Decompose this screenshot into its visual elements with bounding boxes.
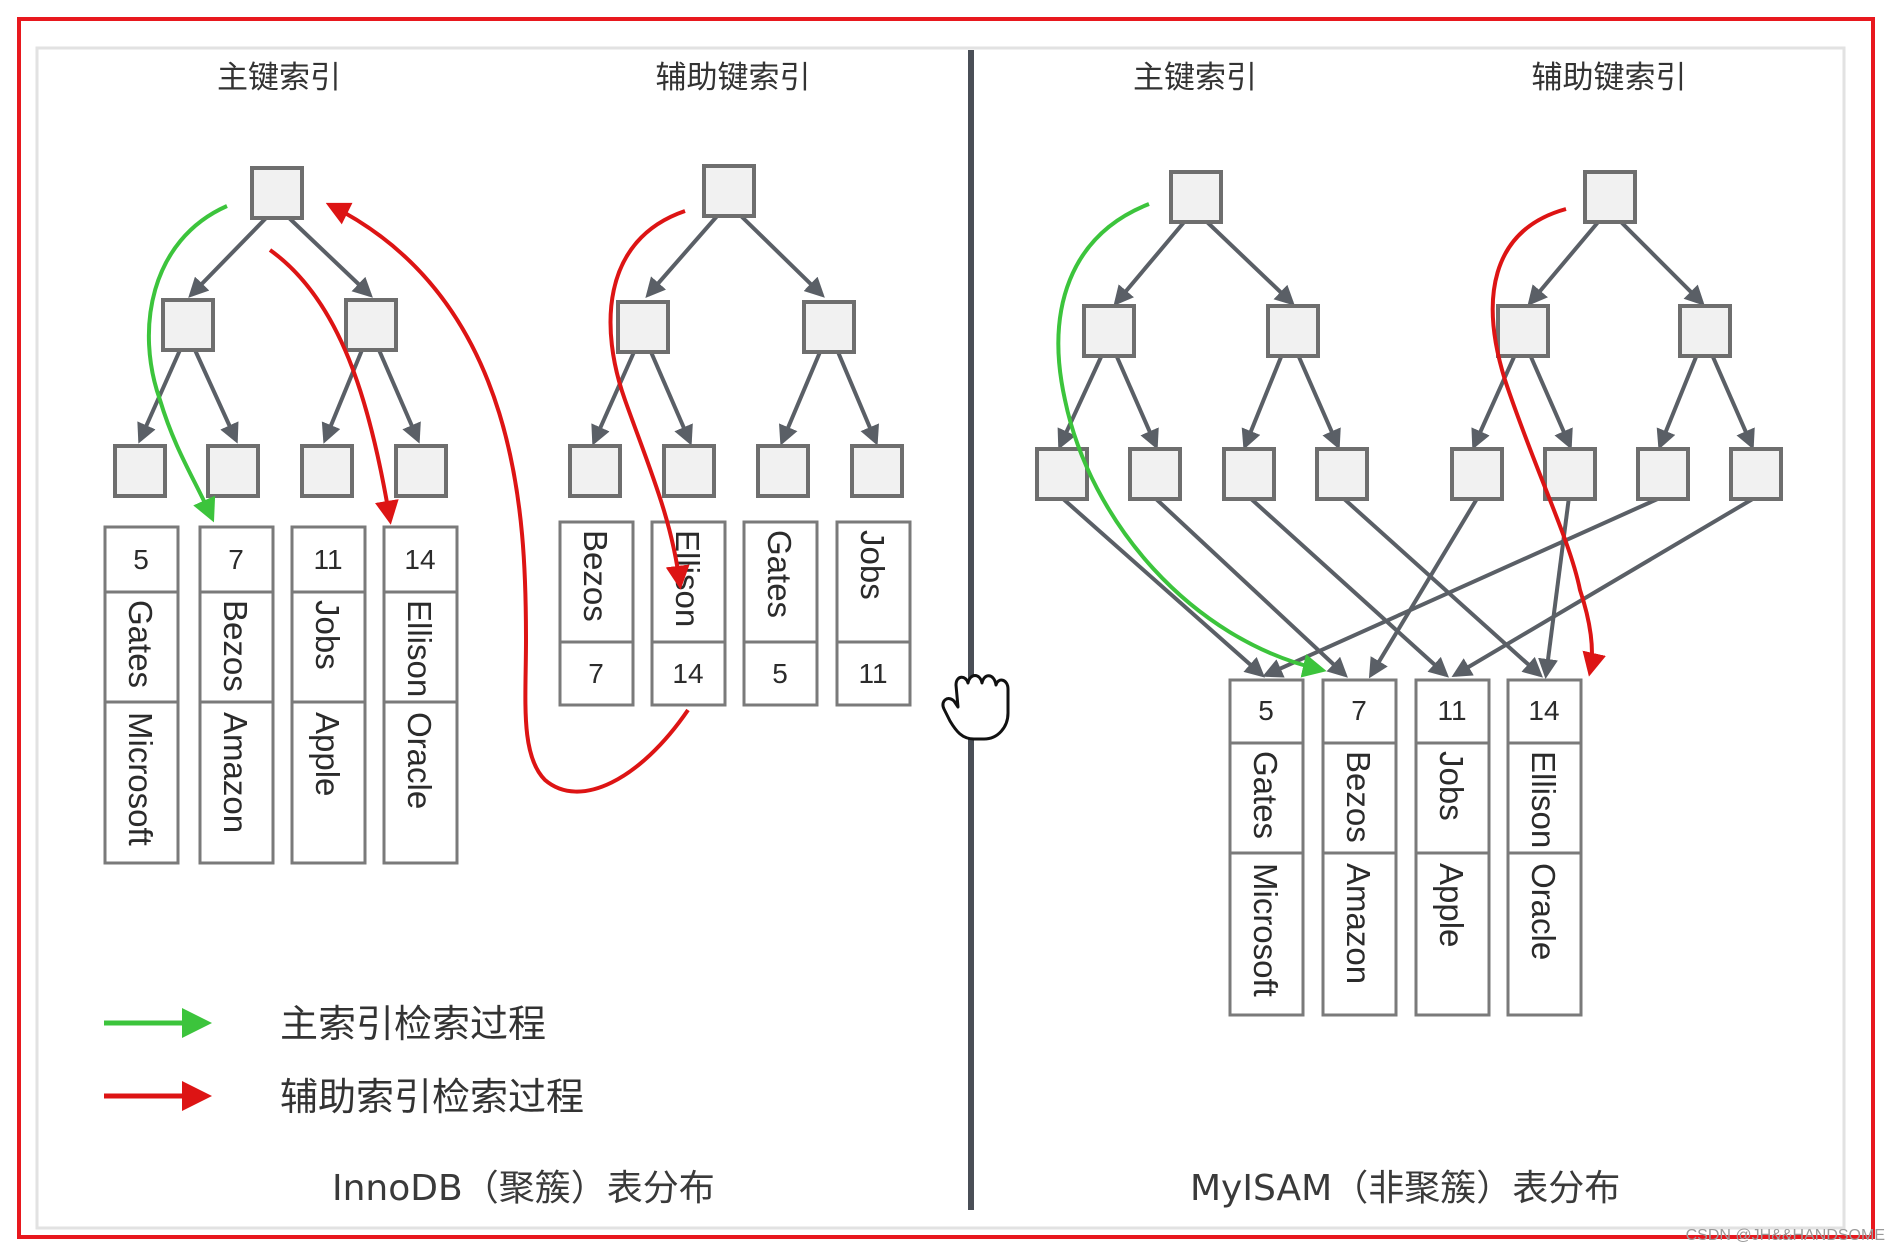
hand-grab-cursor-icon [941,674,1010,741]
innodb-primary-search-path [146,204,228,523]
myisam-primary-header: 主键索引 [1133,60,1257,96]
myisam-secondary-leaf-node [1636,447,1690,501]
innodb-primary-l1-node [161,298,215,352]
record-name: Gates [761,530,798,618]
legend-secondary-label: 辅助索引检索过程 [280,1075,584,1119]
record-id: 14 [404,544,435,575]
innodb-primary-l1-node [344,298,398,352]
innodb-secondary-search-path [268,202,690,794]
innodb-primary-header: 主键索引 [217,60,341,96]
record-company: Oracle [1525,863,1562,960]
myisam-secondary-root-node [1583,170,1637,224]
record-id: 5 [133,544,149,575]
myisam-primary-search-path [1056,202,1327,678]
myisam-primary-tree-edges [1057,219,1341,450]
myisam-secondary-search-path [1490,207,1606,677]
innodb-secondary-leaf-node [756,444,810,498]
myisam-pointer-edges [1059,495,1758,679]
record-name: Gates [1247,751,1284,839]
innodb-primary-tree-edges [137,214,421,444]
legend: 主索引检索过程 辅助索引检索过程 [104,1002,584,1119]
innodb-primary-leaf-node [113,444,167,498]
myisam-primary-leaf-node [1035,447,1089,501]
record-name: Ellison [1525,751,1562,848]
myisam-primary-root-node [1169,170,1223,224]
record-id: 7 [228,544,244,575]
record-company: Apple [309,712,346,796]
myisam-primary-leaf-node [1315,447,1369,501]
innodb-primary-root-node [250,166,304,220]
record-id: 5 [1258,695,1274,726]
innodb-primary-leaf-node [394,444,448,498]
record-id: 11 [1437,695,1466,726]
record-company: Microsoft [122,712,159,846]
record-company: Amazon [217,712,254,833]
legend-primary-label: 主索引检索过程 [280,1002,546,1046]
innodb-secondary-leaf-node [568,444,622,498]
innodb-primary-leaf-node [206,444,260,498]
myisam-secondary-tree-edges [1471,219,1755,450]
record-name: Bezos [577,530,614,622]
myisam-secondary-leaf-node [1450,447,1504,501]
record-id: 5 [772,658,788,689]
myisam-records: 5 Gates Microsoft 7 Bezos Amazon 11 Jobs… [1228,678,1583,1017]
record-id: 7 [588,658,604,689]
myisam-secondary-l1-node [1678,304,1732,358]
record-id: 14 [672,658,703,689]
watermark: CSDN @JH&&HANDSOME [1686,1227,1885,1244]
record-name: Bezos [1340,751,1377,843]
innodb-secondary-leaf-node [850,444,904,498]
record-id: 11 [858,658,887,689]
record-company: Apple [1433,863,1470,947]
myisam-primary-l1-node [1266,304,1320,358]
innodb-secondary-root-node [702,164,756,218]
record-id: 7 [1351,695,1367,726]
record-name: Bezos [217,600,254,692]
innodb-secondary-l1-node [802,300,856,354]
myisam-secondary-leaf-node [1729,447,1783,501]
myisam-caption: MyISAM（非聚簇）表分布 [1190,1168,1620,1209]
record-name: Jobs [1433,751,1470,821]
innodb-caption: InnoDB（聚簇）表分布 [332,1168,715,1209]
record-id: 11 [313,544,342,575]
myisam-secondary-header: 辅助键索引 [1532,60,1687,96]
myisam-primary-leaf-node [1222,447,1276,501]
outer-frame [17,17,1875,1239]
myisam-secondary-l1-node [1496,304,1550,358]
innodb-primary-records: 5 Gates Microsoft 7 Bezos Amazon 11 Jobs… [103,525,459,865]
innodb-secondary-l1-node [616,300,670,354]
tree-nodes [113,164,1783,501]
record-name: Jobs [854,530,891,600]
record-name: Jobs [309,600,346,670]
myisam-primary-l1-node [1082,304,1136,358]
record-company: Amazon [1340,863,1377,984]
record-name: Ellison [401,600,438,697]
innodb-secondary-header: 辅助键索引 [656,60,811,96]
innodb-secondary-records: Bezos 7 Ellison 14 Gates 5 Jobs 11 [558,520,912,707]
record-company: Microsoft [1247,863,1284,997]
record-name: Gates [122,600,159,688]
innodb-secondary-tree-edges [591,213,879,446]
innodb-primary-leaf-node [300,444,354,498]
innodb-secondary-leaf-node [662,444,716,498]
record-id: 14 [1528,695,1559,726]
record-company: Oracle [401,712,438,809]
myisam-primary-leaf-node [1128,447,1182,501]
myisam-secondary-leaf-node [1543,447,1597,501]
